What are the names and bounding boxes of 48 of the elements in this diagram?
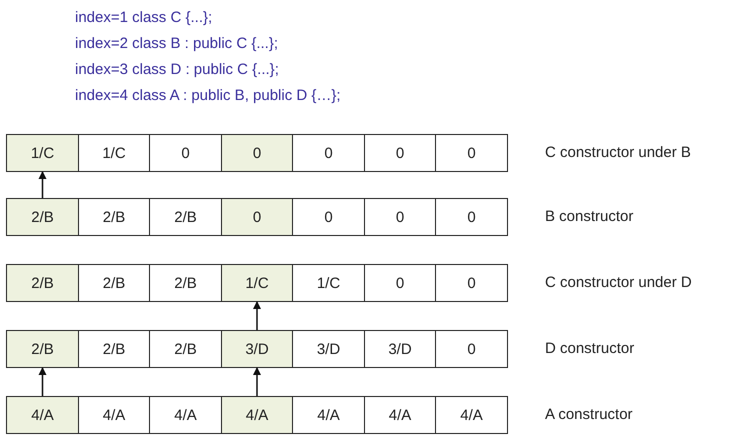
table-cell: 2/B — [78, 264, 150, 302]
table-cell: 0 — [364, 198, 436, 236]
arrow — [253, 301, 261, 330]
table-cell: 1/C — [292, 264, 365, 302]
arrow — [38, 367, 46, 396]
table-cell: 2/B — [6, 198, 79, 236]
arrow — [38, 171, 46, 198]
table-cell: 3/D — [364, 330, 436, 368]
table-cell: 3/D — [292, 330, 365, 368]
table-cell: 1/C — [6, 134, 79, 172]
table-cell: 2/B — [78, 198, 150, 236]
table-cell: 4/A — [6, 396, 79, 434]
table-cell: 4/A — [78, 396, 150, 434]
table-cell: 0 — [364, 134, 436, 172]
row-label: A constructor — [545, 406, 633, 423]
table-cell: 4/A — [435, 396, 508, 434]
code-line: index=1 class C {...}; — [75, 9, 212, 26]
table-cell: 0 — [435, 134, 508, 172]
table-cell: 0 — [149, 134, 222, 172]
table-cell: 0 — [435, 330, 508, 368]
row-label: D constructor — [545, 340, 634, 357]
row-label: C constructor under D — [545, 274, 692, 291]
table-cell: 0 — [220, 198, 294, 236]
table-cell: 0 — [364, 264, 436, 302]
arrow — [253, 367, 261, 396]
table-cell: 0 — [435, 264, 508, 302]
table-cell: 1/C — [78, 134, 150, 172]
table-cell: 0 — [435, 198, 508, 236]
code-line: index=3 class D : public C {...}; — [75, 61, 279, 78]
code-line: index=4 class A : public B, public D {…}; — [75, 87, 341, 104]
table-cell: 4/A — [364, 396, 436, 434]
table-cell: 2/B — [78, 330, 150, 368]
table-cell: 2/B — [149, 264, 222, 302]
table-cell: 0 — [292, 134, 365, 172]
table-cell: 2/B — [6, 264, 79, 302]
table-cell: 1/C — [220, 264, 294, 302]
row-label: B constructor — [545, 208, 634, 225]
table-cell: 3/D — [220, 330, 294, 368]
table-cell: 0 — [292, 198, 365, 236]
table-cell: 2/B — [149, 330, 222, 368]
table-cell: 0 — [220, 134, 294, 172]
table-cell: 4/A — [292, 396, 365, 434]
row-label: C constructor under B — [545, 144, 691, 161]
table-cell: 4/A — [149, 396, 222, 434]
table-cell: 4/A — [220, 396, 294, 434]
table-cell: 2/B — [149, 198, 222, 236]
code-line: index=2 class B : public C {...}; — [75, 35, 278, 52]
table-cell: 2/B — [6, 330, 79, 368]
